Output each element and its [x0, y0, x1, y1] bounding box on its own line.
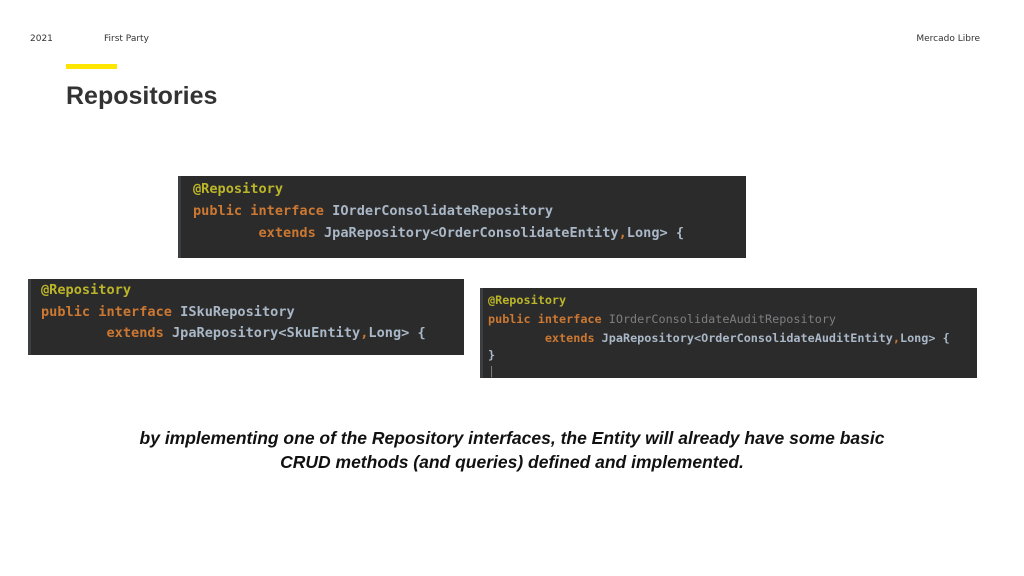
caption-line-2: CRUD methods (and queries) defined and i… — [280, 452, 744, 472]
code-line-closing-brace: } — [488, 348, 495, 362]
code-line-declaration: public interface ISkuRepository — [41, 304, 295, 320]
keyword-token: public interface — [41, 304, 172, 320]
interface-name-token: IOrderConsolidateRepository — [332, 203, 554, 219]
annotation-token: @Repository — [193, 181, 284, 197]
type-rest-token: Long> { — [626, 225, 685, 241]
annotation-token: @Repository — [41, 282, 132, 298]
extends-keyword-token: extends — [106, 325, 164, 341]
extends-keyword-token: extends — [544, 331, 595, 345]
code-line-extends: extends JpaRepository<OrderConsolidateAu… — [488, 331, 950, 345]
code-line-extends: extends JpaRepository<SkuEntity,Long> { — [41, 325, 426, 341]
comma-token: , — [892, 331, 900, 345]
code-line-declaration: public interface IOrderConsolidateAuditR… — [488, 312, 836, 326]
indent — [41, 325, 106, 341]
header-year: 2021 — [30, 34, 53, 44]
code-line-annotation: @Repository — [41, 282, 131, 298]
code-block-order-consolidate-audit-repository: @Repository public interface IOrderConso… — [480, 288, 977, 378]
type-token: JpaRepository<SkuEntity — [171, 325, 361, 341]
keyword-token: public interface — [488, 312, 602, 326]
indent — [193, 225, 258, 241]
type-rest-token: Long> { — [899, 331, 950, 345]
slide-caption: by implementing one of the Repository in… — [60, 426, 964, 474]
code-line-declaration: public interface IOrderConsolidateReposi… — [193, 203, 553, 219]
code-line-annotation: @Repository — [488, 293, 566, 307]
title-accent-bar — [66, 64, 117, 69]
comma-token: , — [360, 325, 369, 341]
closing-brace-token: } — [488, 348, 496, 362]
keyword-token: public interface — [193, 203, 324, 219]
caption-line-1: by implementing one of the Repository in… — [139, 428, 885, 448]
header-classification: First Party — [104, 34, 149, 44]
extends-keyword-token: extends — [258, 225, 316, 241]
type-rest-token: Long> { — [368, 325, 426, 341]
type-token: JpaRepository<OrderConsolidateEntity — [323, 225, 619, 241]
code-block-sku-repository: @Repository public interface ISkuReposit… — [28, 279, 464, 355]
comma-token: , — [618, 225, 627, 241]
text-cursor: | — [488, 364, 496, 378]
code-line-extends: extends JpaRepository<OrderConsolidateEn… — [193, 225, 684, 241]
code-line-cursor: | — [488, 364, 495, 378]
interface-name-token: ISkuRepository — [180, 304, 295, 320]
type-token: JpaRepository<OrderConsolidateAuditEntit… — [601, 331, 893, 345]
interface-name-token: IOrderConsolidateAuditRepository — [608, 312, 837, 326]
slide-title: Repositories — [66, 82, 218, 110]
code-line-annotation: @Repository — [193, 181, 283, 197]
annotation-token: @Repository — [488, 293, 567, 307]
indent — [488, 331, 545, 345]
code-block-order-consolidate-repository: @Repository public interface IOrderConso… — [178, 176, 746, 258]
header-brand: Mercado Libre — [916, 34, 980, 44]
